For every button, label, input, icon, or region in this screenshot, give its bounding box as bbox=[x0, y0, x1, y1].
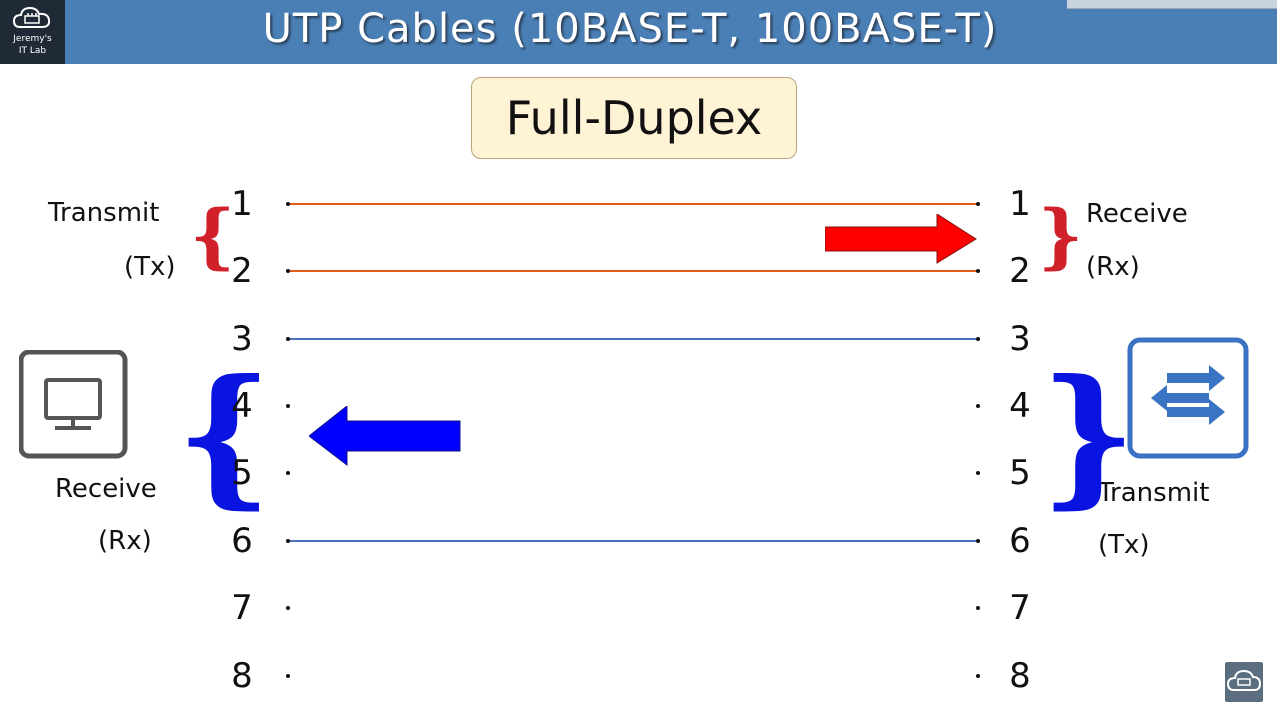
wire-pin-3 bbox=[288, 338, 978, 340]
right-dot-5 bbox=[976, 471, 980, 475]
right-pin-5: 5 bbox=[1009, 453, 1031, 493]
left-dot-3 bbox=[286, 337, 290, 341]
left-pin-8: 8 bbox=[231, 656, 253, 696]
left-dot-5 bbox=[286, 471, 290, 475]
right-tx-brace: } bbox=[1040, 347, 1137, 523]
left-tx-brace: { bbox=[190, 194, 236, 277]
cloud-button[interactable] bbox=[1225, 662, 1263, 702]
logo-line-1: Jeremy's bbox=[13, 34, 52, 44]
right-pin-7: 7 bbox=[1009, 588, 1031, 628]
left-dot-6 bbox=[286, 539, 290, 543]
left-dot-7 bbox=[286, 606, 290, 610]
wire-pin-1 bbox=[288, 203, 978, 205]
left-rx-brace: { bbox=[176, 347, 273, 523]
left-dot-4 bbox=[286, 404, 290, 408]
tx-direction-arrow-right bbox=[825, 214, 977, 264]
wire-pin-2 bbox=[288, 270, 978, 272]
right-pin-3: 3 bbox=[1009, 319, 1031, 359]
left-pin-7: 7 bbox=[231, 588, 253, 628]
cloud-logo-icon bbox=[12, 6, 51, 28]
right-pin-6: 6 bbox=[1009, 521, 1031, 561]
jeremys-it-lab-logo: Jeremy's IT Lab bbox=[0, 0, 65, 64]
pc-icon bbox=[19, 350, 128, 459]
right-dot-3 bbox=[976, 337, 980, 341]
left-pin-1: 1 bbox=[231, 184, 253, 224]
right-rx-brace: } bbox=[1038, 194, 1084, 277]
top-controls[interactable] bbox=[1067, 0, 1277, 9]
left-rx-label: Receive bbox=[55, 474, 157, 504]
title-bar bbox=[0, 0, 1277, 64]
page-title: UTP Cables (10BASE-T, 100BASE-T) bbox=[262, 6, 998, 52]
right-tx-label: Transmit bbox=[1098, 478, 1210, 508]
right-pin-4: 4 bbox=[1009, 386, 1031, 426]
left-pin-3: 3 bbox=[231, 319, 253, 359]
left-dot-1 bbox=[286, 202, 290, 206]
right-rx-abbr: (Rx) bbox=[1086, 252, 1140, 282]
left-pin-4: 4 bbox=[231, 386, 253, 426]
cloud-icon bbox=[1226, 669, 1262, 691]
right-dot-6 bbox=[976, 539, 980, 543]
right-dot-1 bbox=[976, 202, 980, 206]
left-pin-2: 2 bbox=[231, 251, 253, 291]
right-dot-4 bbox=[976, 404, 980, 408]
wire-pin-6 bbox=[288, 540, 978, 542]
left-tx-label: Transmit bbox=[48, 198, 160, 228]
mode-label-box: Full-Duplex bbox=[471, 77, 797, 159]
left-pin-6: 6 bbox=[231, 521, 253, 561]
left-rx-abbr: (Rx) bbox=[98, 526, 152, 556]
right-tx-abbr: (Tx) bbox=[1098, 530, 1150, 560]
right-dot-2 bbox=[976, 269, 980, 273]
right-dot-7 bbox=[976, 606, 980, 610]
right-pin-1: 1 bbox=[1009, 184, 1031, 224]
left-pin-5: 5 bbox=[231, 453, 253, 493]
left-dot-8 bbox=[286, 674, 290, 678]
switch-icon bbox=[1127, 337, 1249, 459]
right-pin-8: 8 bbox=[1009, 656, 1031, 696]
logo-line-2: IT Lab bbox=[18, 46, 47, 56]
right-dot-8 bbox=[976, 674, 980, 678]
rx-direction-arrow-left bbox=[309, 406, 461, 466]
left-tx-abbr: (Tx) bbox=[124, 252, 176, 282]
left-dot-2 bbox=[286, 269, 290, 273]
right-pin-2: 2 bbox=[1009, 251, 1031, 291]
right-rx-label: Receive bbox=[1086, 199, 1188, 229]
